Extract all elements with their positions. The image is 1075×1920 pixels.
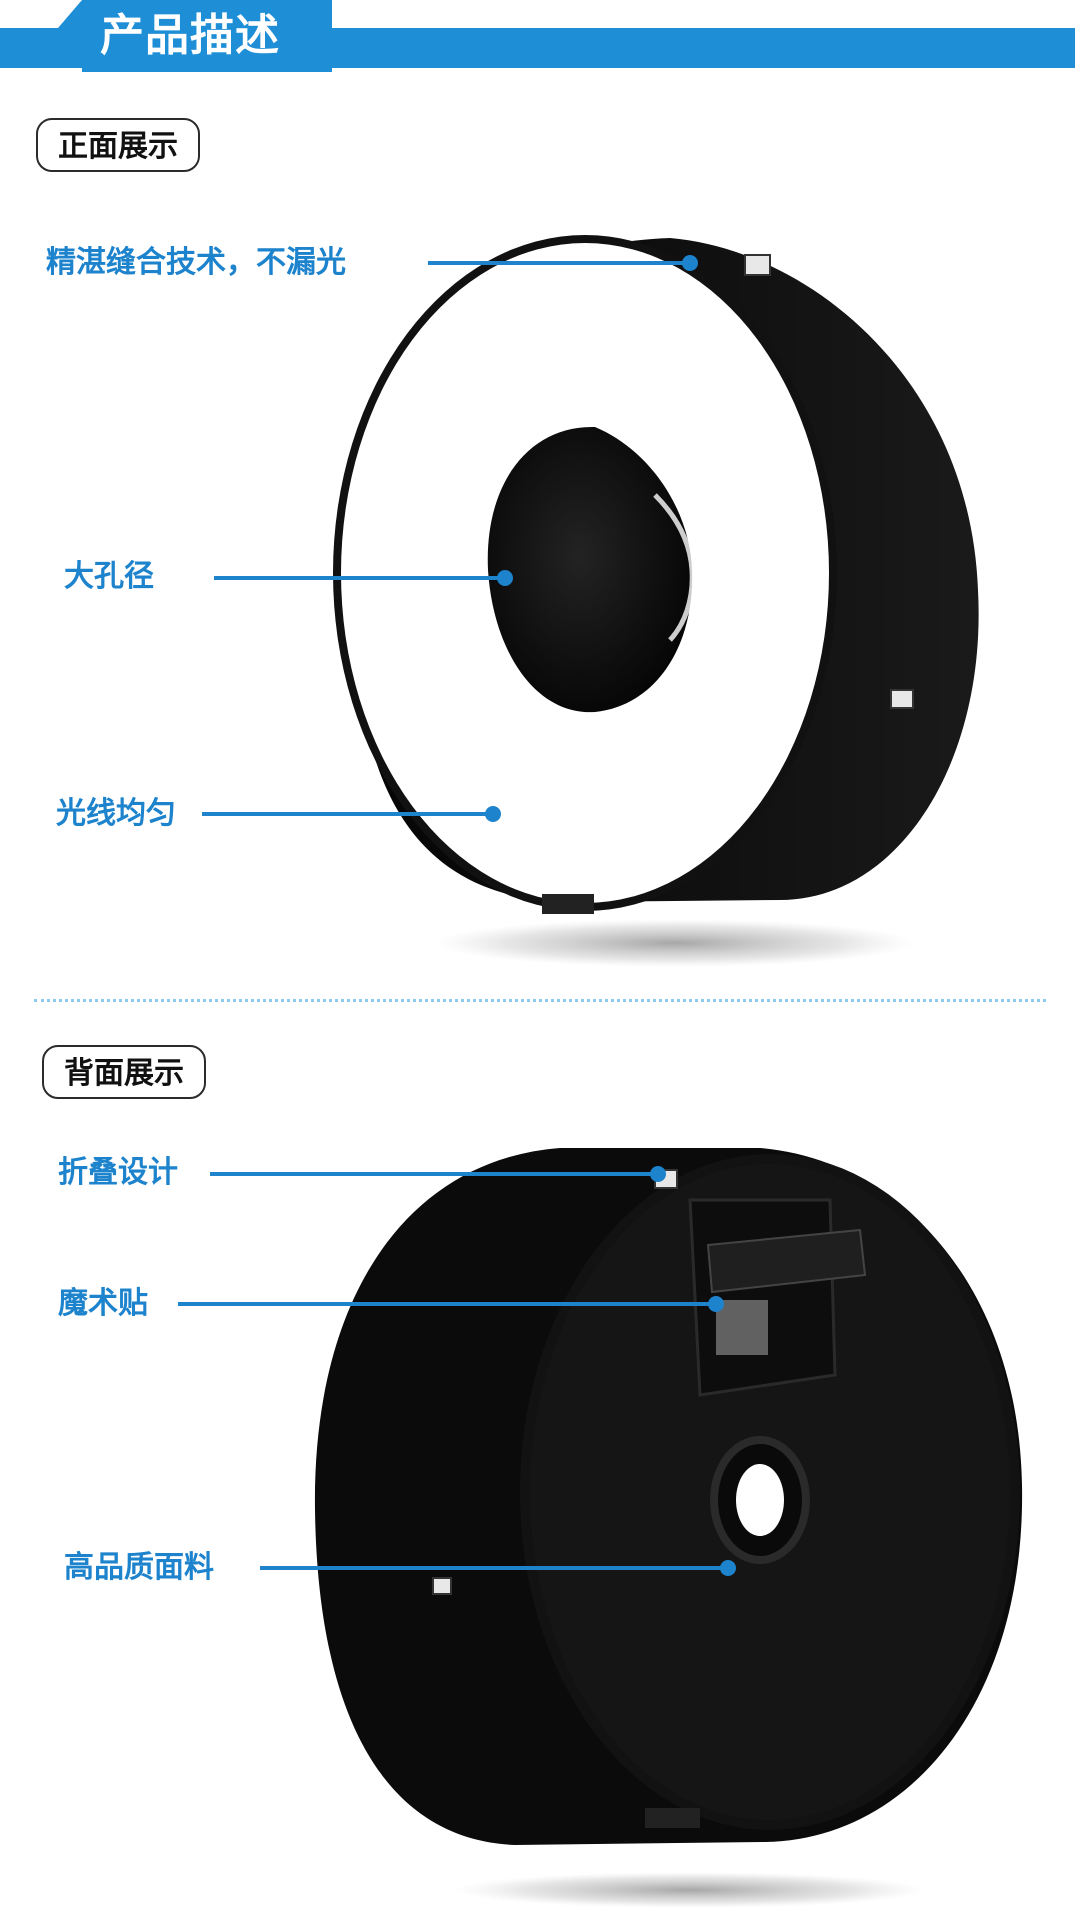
page-title: 产品描述 <box>100 10 280 61</box>
front-callout-aperture: 大孔径 <box>64 559 154 594</box>
back-callout-fabric: 高品质面料 <box>64 1550 214 1585</box>
back-hole-opening <box>736 1464 784 1536</box>
front-side-connector <box>890 689 914 709</box>
front-bottom-tab <box>542 894 594 914</box>
back-product-shadow <box>455 1872 925 1908</box>
front-section-label: 正面展示 <box>36 118 200 172</box>
velcro-window <box>716 1300 768 1355</box>
callout-dot-icon <box>650 1166 666 1182</box>
front-callout-stitching: 精湛缝合技术，不漏光 <box>46 245 346 280</box>
back-side-connector <box>432 1577 452 1595</box>
callout-dot-icon <box>682 255 698 271</box>
back-callout-folding: 折叠设计 <box>58 1155 178 1190</box>
front-callout-lines <box>202 255 698 822</box>
front-top-connector <box>744 254 771 276</box>
front-ring-hole <box>487 426 693 713</box>
header-tab <box>82 0 332 72</box>
back-section-label: 背面展示 <box>42 1045 206 1099</box>
callout-dot-icon <box>497 570 513 586</box>
back-callout-lines <box>178 1166 736 1576</box>
front-product-illustration <box>333 235 979 967</box>
section-divider <box>34 999 1046 1002</box>
callout-dot-icon <box>485 806 501 822</box>
callout-dot-icon <box>708 1296 724 1312</box>
front-callout-even-light: 光线均匀 <box>56 796 176 831</box>
back-callout-velcro: 魔术贴 <box>58 1286 148 1321</box>
front-product-shadow <box>435 919 915 967</box>
callout-dot-icon <box>720 1560 736 1576</box>
front-hole-highlight <box>653 493 695 642</box>
velcro-strap <box>706 1228 867 1294</box>
back-product-illustration <box>314 1148 1023 1908</box>
back-bottom-tab <box>645 1808 700 1828</box>
